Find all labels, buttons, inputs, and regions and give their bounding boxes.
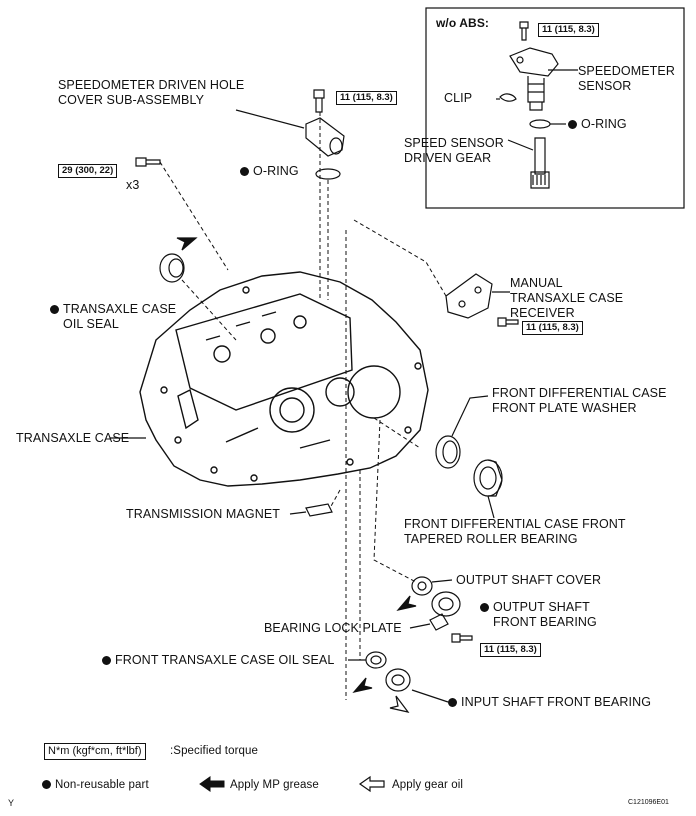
non-reusable-icon bbox=[480, 603, 489, 612]
inset-torque-spec: 11 (115, 8.3) bbox=[538, 23, 599, 37]
speedometer-sensor-part bbox=[509, 47, 559, 111]
inset-frame bbox=[425, 7, 685, 209]
clip-part bbox=[499, 93, 517, 102]
case-bolt-torque-spec: 29 (300, 22) bbox=[58, 164, 118, 178]
non-reusable-icon bbox=[448, 698, 457, 707]
mp-grease-arrow-icon bbox=[352, 677, 373, 693]
corner-mark: Y bbox=[8, 798, 15, 808]
front-transaxle-case-oil-seal-label: FRONT TRANSAXLE CASE OIL SEAL bbox=[102, 653, 334, 668]
o-ring-part bbox=[315, 168, 341, 180]
non-reusable-icon bbox=[42, 780, 51, 789]
mp-grease-arrow-icon bbox=[396, 595, 417, 611]
front-differential-plate-washer-part bbox=[435, 435, 461, 469]
lock-plate-torque-spec: 11 (115, 8.3) bbox=[480, 643, 541, 657]
non-reusable-icon bbox=[240, 167, 249, 176]
clip-label: CLIP bbox=[444, 91, 473, 105]
input-shaft-front-bearing-label: INPUT SHAFT FRONT BEARING bbox=[448, 695, 651, 710]
transmission-magnet-part bbox=[305, 503, 333, 517]
inset-title: w/o ABS: bbox=[436, 16, 490, 30]
legend-torque-description: :Specified torque bbox=[170, 745, 259, 757]
transmission-magnet-label: TRANSMISSION MAGNET bbox=[126, 507, 280, 521]
mp-grease-arrow-icon bbox=[176, 237, 198, 251]
receiver-torque-spec: 11 (115, 8.3) bbox=[522, 321, 583, 335]
output-shaft-front-bearing-part bbox=[431, 591, 461, 617]
receiver-bolt-part bbox=[497, 317, 519, 327]
legend-mp-grease: Apply MP grease bbox=[230, 779, 319, 791]
transaxle-case-oil-seal-label: TRANSAXLE CASE OIL SEAL bbox=[50, 302, 183, 332]
front-differential-tapered-roller-bearing-label: FRONT DIFFERENTIAL CASE FRONT TAPERED RO… bbox=[404, 517, 626, 546]
speedometer-driven-hole-cover-part bbox=[305, 117, 345, 157]
speed-sensor-driven-gear-label: SPEED SENSOR DRIVEN GEAR bbox=[404, 136, 504, 165]
bearing-lock-plate-part bbox=[429, 613, 449, 631]
input-shaft-front-bearing-part bbox=[385, 668, 411, 692]
output-shaft-front-bearing-text: OUTPUT SHAFT FRONT BEARING bbox=[493, 600, 597, 629]
input-shaft-front-bearing-text: INPUT SHAFT FRONT BEARING bbox=[461, 695, 652, 709]
output-shaft-cover-label: OUTPUT SHAFT COVER bbox=[456, 573, 602, 587]
front-differential-tapered-roller-bearing-part bbox=[473, 459, 503, 497]
manual-transaxle-case-receiver-part bbox=[445, 273, 493, 319]
front-transaxle-case-oil-seal-part bbox=[365, 651, 387, 669]
non-reusable-icon bbox=[50, 305, 59, 314]
hole-cover-bolt-part bbox=[313, 89, 325, 113]
transaxle-case-part bbox=[139, 271, 429, 487]
inset-bolt bbox=[519, 21, 529, 41]
o-ring-label: O-RING bbox=[240, 164, 299, 179]
bearing-lock-plate-label: BEARING LOCK PLATE bbox=[264, 621, 402, 635]
output-shaft-cover-part bbox=[411, 576, 433, 596]
transaxle-case-label: TRANSAXLE CASE bbox=[16, 431, 130, 445]
transaxle-case-oil-seal-text: TRANSAXLE CASE OIL SEAL bbox=[63, 302, 177, 331]
non-reusable-icon bbox=[568, 120, 577, 129]
non-reusable-icon bbox=[102, 656, 111, 665]
transaxle-case-oil-seal-part bbox=[159, 253, 185, 283]
output-shaft-front-bearing-label: OUTPUT SHAFT FRONT BEARING bbox=[480, 600, 613, 630]
inset-o-ring-label: O-RING bbox=[568, 117, 627, 132]
legend-non-reusable: Non-reusable part bbox=[42, 778, 149, 793]
front-transaxle-case-oil-seal-text: FRONT TRANSAXLE CASE OIL SEAL bbox=[115, 653, 335, 667]
manual-transaxle-case-receiver-label: MANUAL TRANSAXLE CASE RECEIVER bbox=[510, 276, 624, 320]
speed-sensor-driven-gear-part bbox=[530, 137, 550, 189]
legend-gear-oil: Apply gear oil bbox=[392, 779, 464, 791]
speedometer-sensor-label: SPEEDOMETER SENSOR bbox=[578, 64, 675, 93]
legend-torque-box: N*m (kgf*cm, ft*lbf) bbox=[44, 743, 146, 760]
figure-code: C121096E01 bbox=[628, 799, 669, 806]
speedometer-driven-hole-cover-label: SPEEDOMETER DRIVEN HOLE COVER SUB-ASSEMB… bbox=[58, 78, 245, 107]
front-differential-plate-washer-label: FRONT DIFFERENTIAL CASE FRONT PLATE WASH… bbox=[492, 386, 667, 415]
lock-plate-bolt-part bbox=[451, 633, 473, 643]
hole-cover-torque-spec: 11 (115, 8.3) bbox=[336, 91, 397, 105]
inset-o-ring-part bbox=[529, 119, 551, 129]
legend-non-reusable-text: Non-reusable part bbox=[55, 779, 149, 791]
bolt-quantity-label: x3 bbox=[126, 178, 140, 192]
o-ring-text: O-RING bbox=[253, 164, 299, 178]
gear-oil-arrow-icon bbox=[389, 695, 410, 713]
inset-o-ring-text: O-RING bbox=[581, 117, 627, 131]
case-bolt-part bbox=[135, 157, 161, 167]
assembly-lines bbox=[159, 112, 447, 700]
